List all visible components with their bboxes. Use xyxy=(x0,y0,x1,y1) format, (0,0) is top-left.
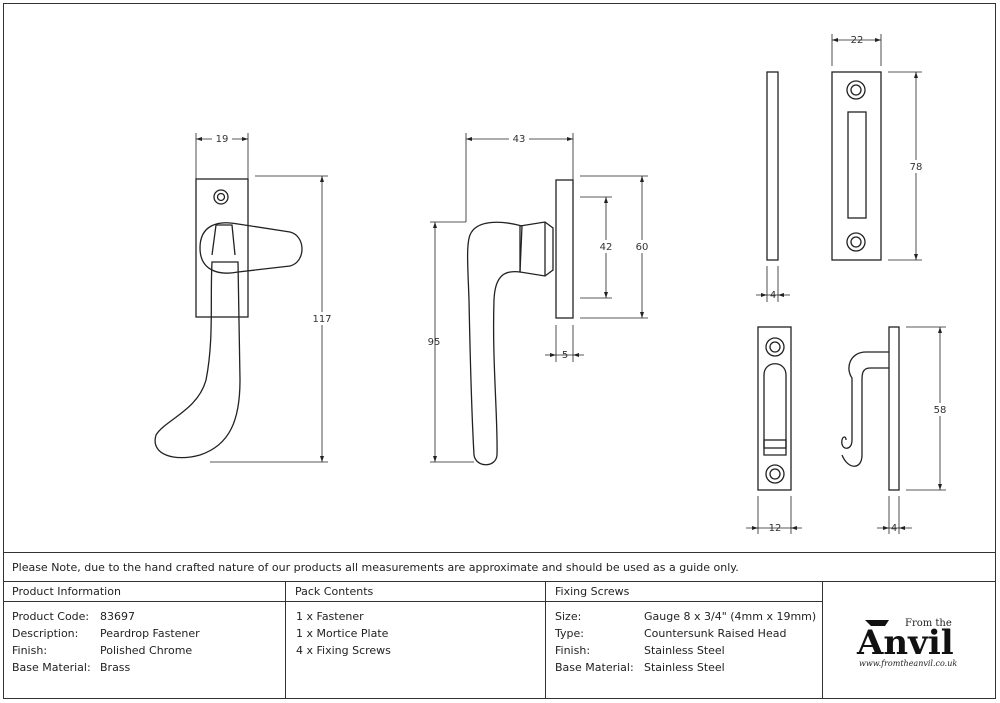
mortice-plate-front xyxy=(831,71,882,261)
product-information-title: Product Information xyxy=(3,582,285,602)
pack-item: 4 x Fixing Screws xyxy=(296,644,391,657)
dim-fastener-width: 19 xyxy=(216,134,229,145)
dim-keep-height: 58 xyxy=(934,405,947,416)
dim-plate-outer: 60 xyxy=(636,242,649,253)
dim-handle-length: 95 xyxy=(428,337,441,348)
pack-contents-panel: Pack Contents 1 x Fastener 1 x Mortice P… xyxy=(286,582,546,699)
dim-mortice-width: 22 xyxy=(851,35,864,46)
pack-item: 1 x Fastener xyxy=(296,610,364,623)
drawing-frame xyxy=(3,3,996,699)
logo-brand: Anvil xyxy=(856,623,954,663)
dim-keep-width: 12 xyxy=(769,523,782,534)
info-row: Description:Peardrop Fastener xyxy=(12,627,200,640)
logo-url: www.fromtheanvil.co.uk xyxy=(859,659,957,668)
dim-mortice-height: 78 xyxy=(910,162,923,173)
keep-side xyxy=(841,326,900,491)
mortice-plate-side xyxy=(766,71,779,261)
dim-mortice-thickness: 4 xyxy=(770,290,776,301)
screw-row: Finish:Stainless Steel xyxy=(555,644,725,657)
info-row: Product Code:83697 xyxy=(12,610,135,623)
keep-front xyxy=(757,326,792,491)
dim-fastener-height: 117 xyxy=(312,314,331,325)
fastener-side-view xyxy=(466,179,574,466)
anvil-logo: From the Anvil www.fromtheanvil.co.uk xyxy=(823,582,996,699)
product-information-panel: Product Information Product Code:83697 D… xyxy=(3,582,286,699)
fixing-screws-panel: Fixing Screws Size:Gauge 8 x 3/4" (4mm x… xyxy=(546,582,823,699)
pack-contents-title: Pack Contents xyxy=(286,582,545,602)
info-row: Base Material:Brass xyxy=(12,661,131,674)
anvil-icon xyxy=(865,620,889,626)
screw-row: Size:Gauge 8 x 3/4" (4mm x 19mm) xyxy=(555,610,817,623)
pack-item: 1 x Mortice Plate xyxy=(296,627,389,640)
dim-keep-thickness: 4 xyxy=(891,523,897,534)
dim-fastener-depth: 43 xyxy=(513,134,526,145)
dim-plate-thickness: 5 xyxy=(562,350,568,361)
fixing-screws-title: Fixing Screws xyxy=(546,582,822,602)
screw-row: Base Material:Stainless Steel xyxy=(555,661,725,674)
dim-plate-inner: 42 xyxy=(600,242,613,253)
logo-from-the: From the xyxy=(905,618,952,629)
info-row: Finish:Polished Chrome xyxy=(12,644,193,657)
disclaimer-note: Please Note, due to the hand crafted nat… xyxy=(3,552,996,582)
technical-drawing: 19 117 43 95 42 60 5 22 78 4 12 58 4 xyxy=(154,34,947,534)
screw-row: Type:Countersunk Raised Head xyxy=(555,627,787,640)
fastener-front-view xyxy=(154,178,303,459)
